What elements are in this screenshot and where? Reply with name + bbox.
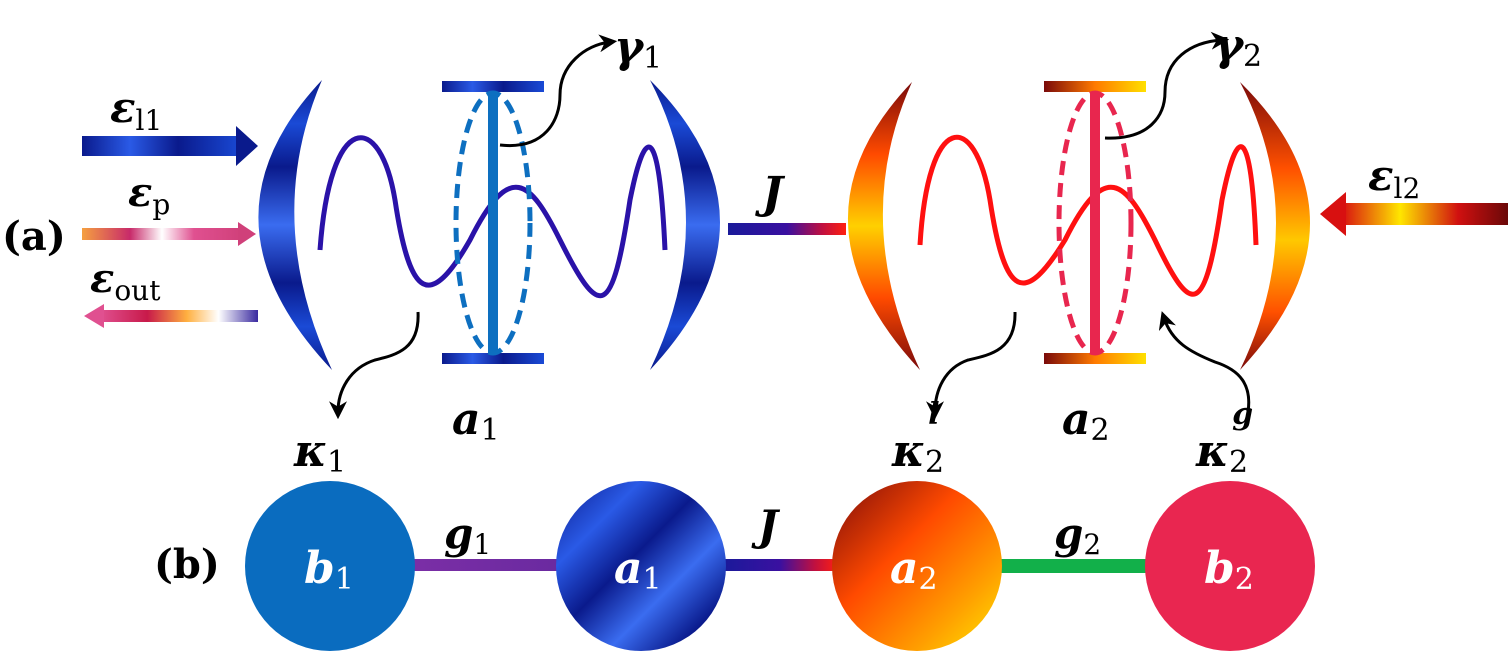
mode-a2-label: a2 [1062,394,1110,448]
node-b2 [1145,481,1315,651]
input-arrow-eps-l2 [1320,192,1508,236]
gamma2-arrow [1104,31,1230,140]
eps-l2-label: εl2 [1368,151,1420,205]
node-a2 [832,481,1002,651]
cavity1-field-wave [317,135,668,299]
eps-out-label: εout [90,255,161,307]
atom2 [1044,81,1146,364]
cavity2-field-wave [917,134,1259,297]
cavity1-left-mirror [258,80,332,370]
node-b1-label: b1 [304,543,354,597]
kappa2-gain-label: κ2g [1195,397,1253,480]
input-arrow-eps-l1 [82,126,258,166]
node-a2-label: a2 [890,543,938,597]
kappa2-loss-label: κ2l [891,397,944,480]
kappa2-loss-arrow [926,311,1017,420]
gamma1-arrow [499,34,618,148]
node-a1-label: a1 [614,543,662,597]
coupling-J-bar-a [728,223,846,235]
kappa2-gain-arrow [1158,311,1251,413]
link-J-label: J [751,501,781,550]
link-g2 [996,559,1148,573]
output-arrow-eps-out [84,304,258,328]
kappa1-label: κ1 [293,426,346,480]
gamma1-label: γ1 [614,22,662,76]
gamma2-label: γ2 [1214,20,1262,74]
link-g1 [410,559,560,571]
link-g2-label: g2 [1054,509,1101,561]
probe-arrow-eps-p [82,222,256,246]
kappa1-arrow [329,311,420,420]
eps-l1-label: εl1 [110,83,162,137]
eps-p-label: εp [128,169,170,221]
mode-a1-label: a1 [452,394,500,448]
panel-label-a: (a) [2,213,66,260]
link-g1-label: g1 [444,509,491,561]
cavity2-left-mirror [847,82,920,370]
cavity2-right-mirror [1240,82,1310,370]
node-b1 [245,481,415,651]
cavity1-right-mirror [650,80,720,370]
coupling-J-label-a: J [755,168,786,219]
node-b2-label: b2 [1204,543,1254,597]
atom1 [442,81,544,364]
panel-label-b: (b) [154,541,220,588]
link-J [722,559,838,571]
node-a1 [556,481,726,651]
